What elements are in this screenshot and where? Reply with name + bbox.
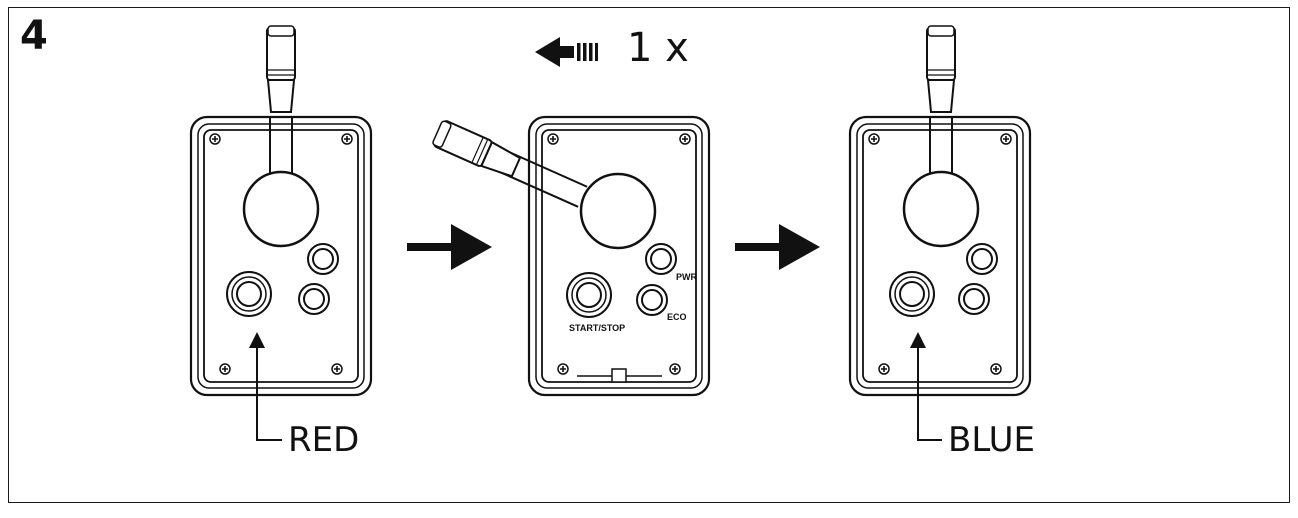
callout-line-blue (917, 336, 942, 441)
callout-arrowhead-red (249, 332, 265, 348)
pwr-label: PWR (676, 272, 697, 282)
arrow-left-icon (535, 37, 598, 67)
brand-logo (611, 368, 627, 383)
lever-pivot (902, 170, 980, 248)
press-count: 1 x (627, 25, 689, 71)
lever-slot (929, 117, 953, 178)
lever-pivot (242, 170, 320, 248)
control-panel-before (191, 25, 371, 441)
control-panel-action: PWR ECO START/STOP (432, 117, 709, 395)
arrow-right-2 (735, 224, 820, 270)
callout-label-red: RED (288, 420, 360, 460)
lever-slot (269, 117, 293, 178)
pwr-button (966, 243, 998, 275)
start-stop-button (226, 271, 272, 317)
step-number: 4 (20, 13, 48, 59)
eco-button (298, 283, 330, 315)
start-stop-button (566, 272, 612, 318)
lever-handle (926, 25, 956, 113)
pwr-button (645, 243, 677, 275)
start-stop-label: START/STOP (569, 323, 625, 333)
eco-button (636, 284, 668, 316)
lever-pivot (579, 172, 657, 250)
eco-label: ECO (667, 312, 687, 322)
lever-handle-tilted (432, 120, 588, 208)
callout-arrowhead-blue (910, 332, 926, 348)
arrow-right-1 (407, 224, 492, 270)
eco-button (958, 283, 990, 315)
figure-frame (8, 7, 1290, 503)
callout-line-red (256, 336, 282, 441)
control-panel-after (850, 25, 1030, 441)
pwr-button (307, 243, 339, 275)
callout-label-blue: BLUE (948, 420, 1035, 460)
start-stop-button (889, 271, 935, 317)
lever-handle (266, 25, 296, 113)
